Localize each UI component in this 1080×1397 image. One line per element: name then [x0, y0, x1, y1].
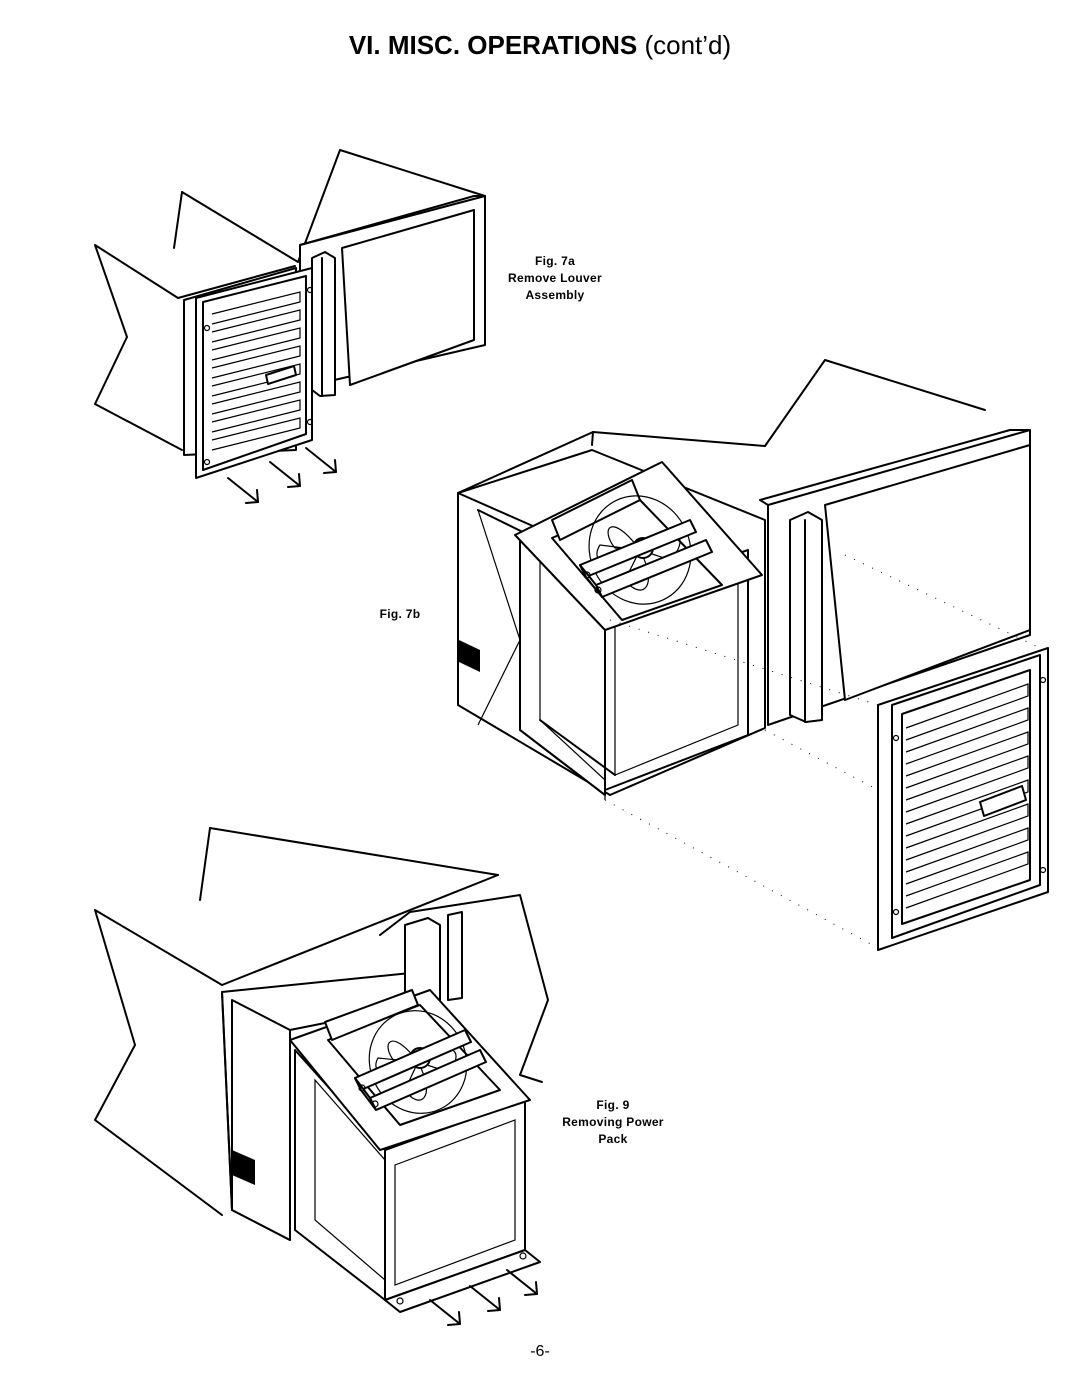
- fig-7b-handle: [979, 785, 1027, 817]
- fig-9-caption-line-1: Fig. 9: [596, 1098, 630, 1112]
- page-title: VI. MISC. OPERATIONS (cont’d): [0, 28, 1080, 62]
- fig-7a-caption-line-3: Assembly: [525, 288, 585, 302]
- fig-7b-caption: Fig. 7b: [360, 606, 440, 623]
- fig-7a-arrows: [227, 447, 337, 504]
- page-number: -6-: [530, 1343, 550, 1360]
- fig-7a-handle: [265, 365, 297, 385]
- fig-7a-louver-slats: [211, 291, 301, 451]
- fig-7b-bracket: [551, 479, 641, 541]
- fig-7b-vent: [459, 640, 480, 672]
- fig-7b-caption-line-1: Fig. 7b: [379, 607, 421, 621]
- page-title-suffix: (cont’d): [637, 30, 732, 60]
- fig-7b-louver-slats: [905, 683, 1029, 909]
- fig-7a-caption-line-2: Remove Louver: [508, 271, 602, 285]
- fig-9-caption: Fig. 9 Removing Power Pack: [538, 1097, 688, 1148]
- fig-7a-caption-line-1: Fig. 7a: [534, 254, 576, 268]
- page-title-bold: VI. MISC. OPERATIONS: [348, 30, 638, 60]
- fig-7a-drawing: [94, 149, 486, 504]
- fig-7a-caption: Fig. 7a Remove Louver Assembly: [480, 253, 630, 304]
- fig-9-drawing: [94, 827, 549, 1326]
- fig-9-arrows: [429, 1269, 538, 1326]
- fig-7b-drawing: [457, 359, 1049, 951]
- fig-9-caption-line-3: Pack: [598, 1132, 628, 1146]
- fig-9-bracket: [324, 989, 419, 1041]
- fig-9-vent: [232, 1150, 255, 1185]
- fig-9-caption-line-2: Removing Power: [562, 1115, 664, 1129]
